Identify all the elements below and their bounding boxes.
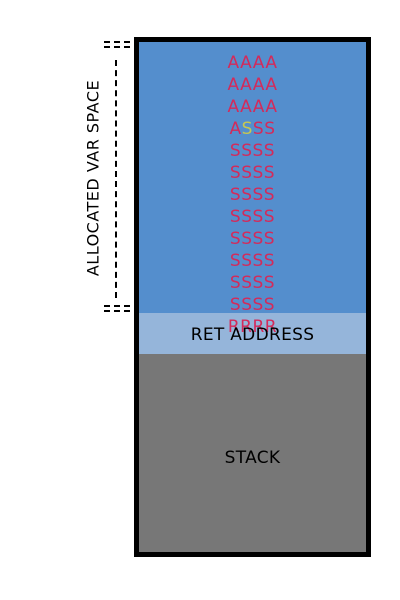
bracket-bottom-tick: [104, 305, 130, 307]
buffer-segment: A: [229, 119, 242, 139]
buffer-segment: SSSS: [229, 295, 276, 315]
bracket-top-tick: [104, 41, 130, 43]
bracket-top-tick-second: [104, 46, 130, 48]
buffer-row: ASSS: [139, 118, 366, 140]
buffer-row: SSSS: [139, 184, 366, 206]
allocated-var-region: [139, 42, 366, 313]
buffer-segment: SSSS: [229, 141, 276, 161]
buffer-row: SSSS: [139, 272, 366, 294]
buffer-segment: SSSS: [229, 163, 276, 183]
buffer-segment: RRRR: [227, 317, 278, 337]
buffer-row: SSSS: [139, 162, 366, 184]
buffer-highlight-char: S: [241, 119, 253, 139]
buffer-row: SSSS: [139, 294, 366, 316]
stack-region: [139, 354, 366, 552]
buffer-row: SSSS: [139, 250, 366, 272]
buffer-row: AAAA: [139, 74, 366, 96]
buffer-row: SSSS: [139, 140, 366, 162]
buffer-segment: SSSS: [229, 229, 276, 249]
buffer-segment: SSSS: [229, 207, 276, 227]
buffer-row: SSSS: [139, 228, 366, 250]
buffer-segment: SSSS: [229, 251, 276, 271]
ret-address-region: [139, 313, 366, 354]
buffer-row: AAAA: [139, 52, 366, 74]
buffer-row: SSSS: [139, 206, 366, 228]
buffer-segment: AAAA: [227, 53, 278, 73]
buffer-row: RRRR: [139, 316, 366, 338]
buffer-segment: AAAA: [227, 97, 278, 117]
stack-label: STACK: [224, 448, 281, 468]
buffer-segment: SS: [252, 119, 276, 139]
allocated-var-space-label: ALLOCATED VAR SPACE: [83, 79, 103, 277]
buffer-segment: AAAA: [227, 75, 278, 95]
buffer-segment: SSSS: [229, 185, 276, 205]
buffer-row: AAAA: [139, 96, 366, 118]
buffer-segment: SSSS: [229, 273, 276, 293]
ret-address-label: RET ADDRESS: [190, 325, 315, 345]
bracket-bottom-tick-second: [104, 310, 130, 312]
bracket-line: [115, 60, 117, 298]
